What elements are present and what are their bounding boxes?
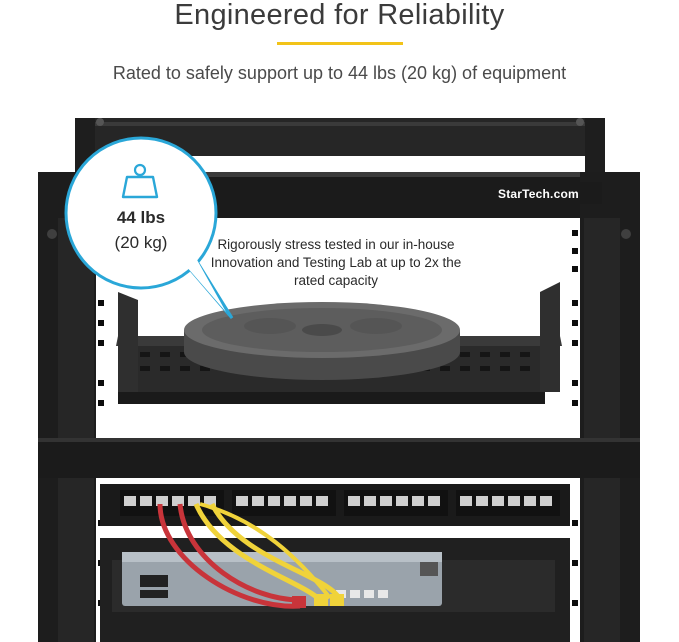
callout-weight-value: 44 lbs bbox=[116, 208, 166, 227]
brand-label: StarTech.com bbox=[498, 187, 579, 201]
title-underline bbox=[277, 42, 403, 45]
callout-weight-metric: (20 kg) bbox=[114, 233, 168, 252]
callout-description: Rigorously stress tested in our in-house… bbox=[210, 237, 462, 288]
weight-icon bbox=[121, 163, 159, 199]
page-subtitle: Rated to safely support up to 44 lbs (20… bbox=[112, 63, 567, 83]
page-title: Engineered for Reliability bbox=[174, 0, 505, 31]
